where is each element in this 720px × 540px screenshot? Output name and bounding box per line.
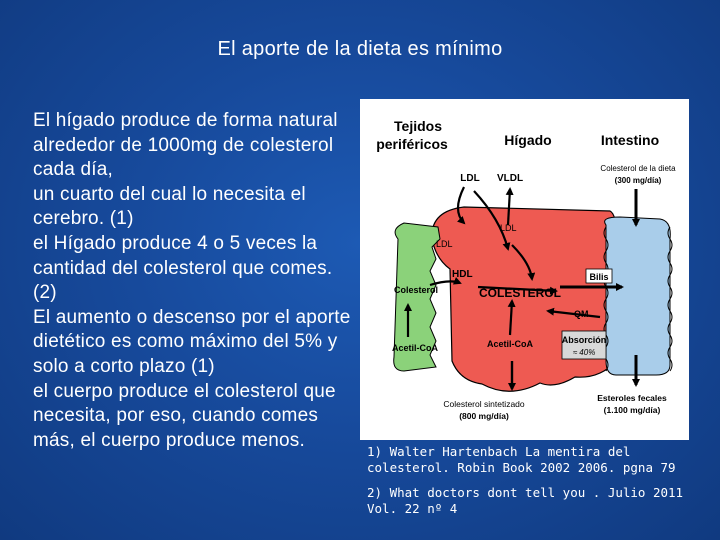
label-colesterol-left: Colesterol [394, 285, 438, 295]
paragraph-5: el cuerpo produce el colesterol que nece… [33, 380, 336, 451]
arrow-qm [546, 307, 601, 319]
diagram-svg: Tejidos periféricos Hígado Intestino LDL… [376, 118, 676, 421]
tissue-shape [393, 222, 441, 372]
paragraph-4: El aumento o descenso por el aporte diet… [33, 306, 351, 377]
header-higado: Hígado [504, 132, 551, 148]
label-qm: QM [574, 309, 589, 319]
label-absorcion-pct: ≈ 40% [573, 348, 596, 357]
arrow-acetil-center [507, 299, 516, 336]
label-acetil-left: Acetil-CoA [392, 343, 439, 353]
intestine-shape [604, 216, 671, 376]
references: 1) Walter Hartenbach La mentira del cole… [367, 444, 697, 526]
label-dieta-line2: (300 mg/día) [615, 176, 662, 185]
label-sintetizado-line2: (800 mg/día) [459, 411, 509, 421]
label-acetil-center: Acetil-CoA [487, 339, 534, 349]
header-tejidos-line2: periféricos [376, 136, 448, 152]
label-bilis: Bilis [589, 272, 608, 282]
label-dieta-line1: Colesterol de la dieta [600, 164, 676, 173]
arrow-vldl-down [511, 244, 536, 281]
arrow-vldl [505, 187, 514, 226]
cholesterol-diagram: Tejidos periféricos Hígado Intestino LDL… [360, 99, 689, 440]
label-ldl-small-left: LDL [436, 239, 453, 249]
absorcion-box [561, 330, 607, 360]
label-ldl-small-right: LDL [500, 223, 517, 233]
body-text: El hígado produce de forma natural alred… [33, 109, 358, 453]
slide-title: El aporte de la dieta es mínimo [217, 38, 503, 60]
reference-2: 2) What doctors dont tell you . Julio 20… [367, 485, 684, 516]
label-hdl: HDL [452, 269, 473, 280]
bilis-box [585, 268, 613, 284]
arrow-ldl-to-tissue [456, 186, 466, 225]
label-vldl: VLDL [497, 173, 523, 184]
paragraph-2: un cuarto del cual lo necesita el cerebr… [33, 183, 306, 230]
paragraph-3: el Hígado produce 4 o 5 veces la cantida… [33, 232, 333, 304]
label-fecales-line2: (1.100 mg/día) [604, 405, 661, 415]
label-absorcion: Absorción [562, 335, 607, 345]
label-fecales-line1: Esteroles fecales [597, 393, 667, 403]
arrow-hdl [429, 277, 462, 287]
label-colesterol-center: COLESTEROL [479, 286, 561, 300]
header-intestino: Intestino [601, 132, 659, 148]
arrow-hdl-to-center [477, 285, 558, 295]
intestine-wall-right [667, 226, 673, 372]
header-tejidos-line1: Tejidos [394, 118, 442, 134]
label-sintetizado-line1: Colesterol sintetizado [443, 399, 525, 409]
arrow-ldl-to-liver [473, 190, 511, 251]
paragraph-1: El hígado produce de forma natural alred… [33, 110, 338, 181]
reference-1: 1) Walter Hartenbach La mentira del cole… [367, 444, 676, 475]
label-ldl: LDL [460, 173, 479, 184]
